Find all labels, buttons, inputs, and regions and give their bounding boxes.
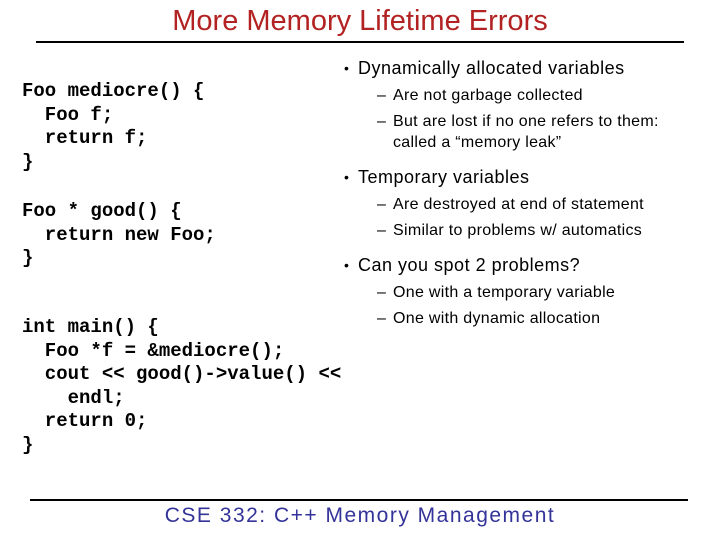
sub-bullet-label: Are not garbage collected bbox=[393, 87, 583, 104]
dash-icon: – bbox=[377, 222, 387, 239]
sub-bullet-item: – One with a temporary variable bbox=[377, 282, 720, 303]
bullet-label: Can you spot 2 problems? bbox=[358, 255, 581, 275]
code-block-main: int main() { Foo *f = &mediocre(); cout … bbox=[22, 316, 342, 456]
dash-icon: – bbox=[377, 284, 387, 301]
bullet-dot-icon: • bbox=[344, 257, 350, 273]
sub-bullet-item: – Are not garbage collected bbox=[377, 85, 720, 106]
footer-text: CSE 332: C++ Memory Management bbox=[164, 504, 556, 527]
sub-bullet-label: Are destroyed at end of statement bbox=[393, 196, 644, 213]
bullet-list: • Dynamically allocated variables – Are … bbox=[344, 56, 720, 329]
dash-icon: – bbox=[377, 87, 387, 104]
code-block-mediocre: Foo mediocre() { Foo f; return f; } bbox=[22, 80, 205, 173]
sub-bullet-item: – Similar to problems w/ automatics bbox=[377, 220, 720, 241]
sub-bullet-item: – But are lost if no one refers to them:… bbox=[377, 111, 720, 153]
bullet-label: Temporary variables bbox=[358, 167, 530, 187]
dash-icon: – bbox=[377, 310, 387, 327]
dash-icon: – bbox=[377, 113, 387, 130]
sub-bullet-label: But are lost if no one refers to them: c… bbox=[393, 113, 659, 151]
sub-bullet-label: One with dynamic allocation bbox=[393, 310, 601, 327]
bullet-item-spot-problems: • Can you spot 2 problems? bbox=[344, 253, 720, 277]
title-divider bbox=[36, 41, 684, 43]
bullet-dot-icon: • bbox=[344, 60, 350, 76]
dash-icon: – bbox=[377, 196, 387, 213]
sub-bullet-item: – One with dynamic allocation bbox=[377, 308, 720, 329]
bullet-dot-icon: • bbox=[344, 169, 350, 185]
sub-bullet-label: Similar to problems w/ automatics bbox=[393, 222, 643, 239]
bullet-label: Dynamically allocated variables bbox=[358, 58, 625, 78]
slide-title: More Memory Lifetime Errors bbox=[172, 5, 548, 37]
footer-divider bbox=[30, 499, 688, 501]
bullet-item-temp-vars: • Temporary variables bbox=[344, 165, 720, 189]
code-block-good: Foo * good() { return new Foo; } bbox=[22, 200, 216, 269]
sub-bullet-label: One with a temporary variable bbox=[393, 284, 616, 301]
sub-bullet-item: – Are destroyed at end of statement bbox=[377, 194, 720, 215]
bullet-item-dynamic-vars: • Dynamically allocated variables bbox=[344, 56, 720, 80]
